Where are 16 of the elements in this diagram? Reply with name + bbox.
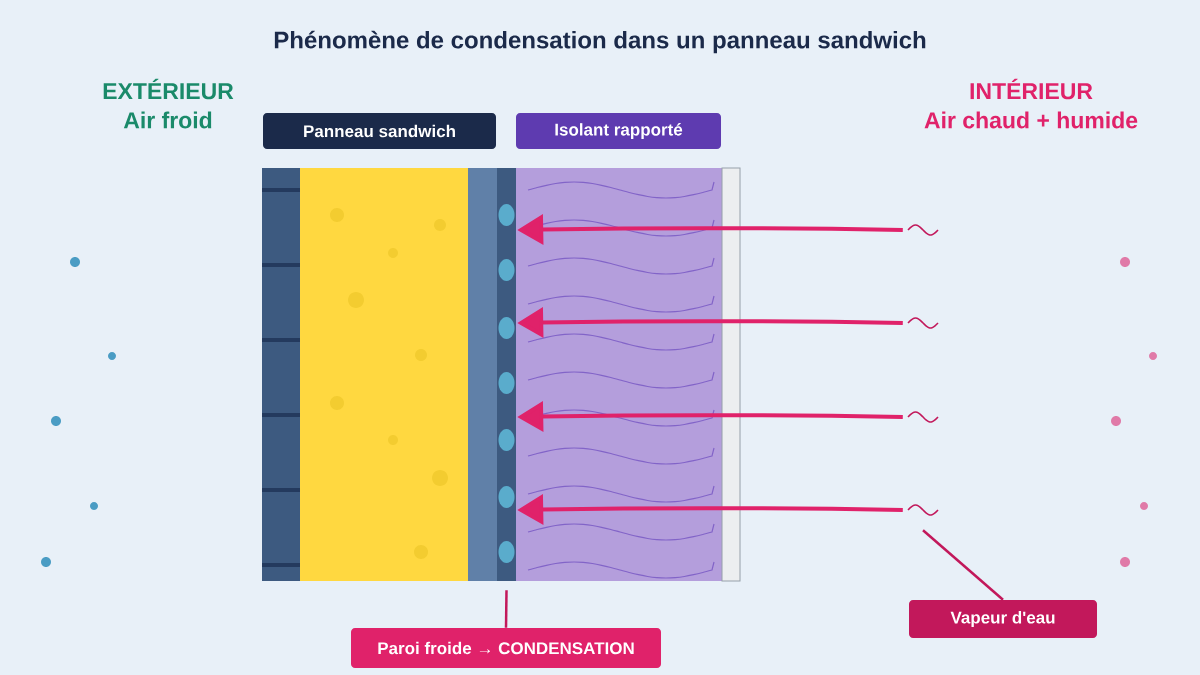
wave-symbol <box>907 411 939 423</box>
cold-wall-strip <box>497 168 516 581</box>
label-box: Panneau sandwich <box>263 113 496 149</box>
side-label: EXTÉRIEUR <box>103 78 234 100</box>
label-box: Vapeur d'eau <box>909 600 1097 638</box>
wave-symbol <box>907 224 939 236</box>
side-label: Air chaud + humide <box>924 111 1138 129</box>
side-label: INTÉRIEUR <box>970 78 1093 100</box>
wave-symbol <box>907 317 939 329</box>
leader-line <box>504 590 508 628</box>
label-box: Isolant rapporté <box>516 113 721 149</box>
title: Phénomène de condensation dans un panneau sandwich <box>274 30 926 54</box>
leader-line <box>922 529 1004 601</box>
side-label: Air froid <box>123 111 212 129</box>
label-box: Paroi froide → CONDENSATION <box>351 628 661 668</box>
wave-symbol <box>907 504 939 516</box>
